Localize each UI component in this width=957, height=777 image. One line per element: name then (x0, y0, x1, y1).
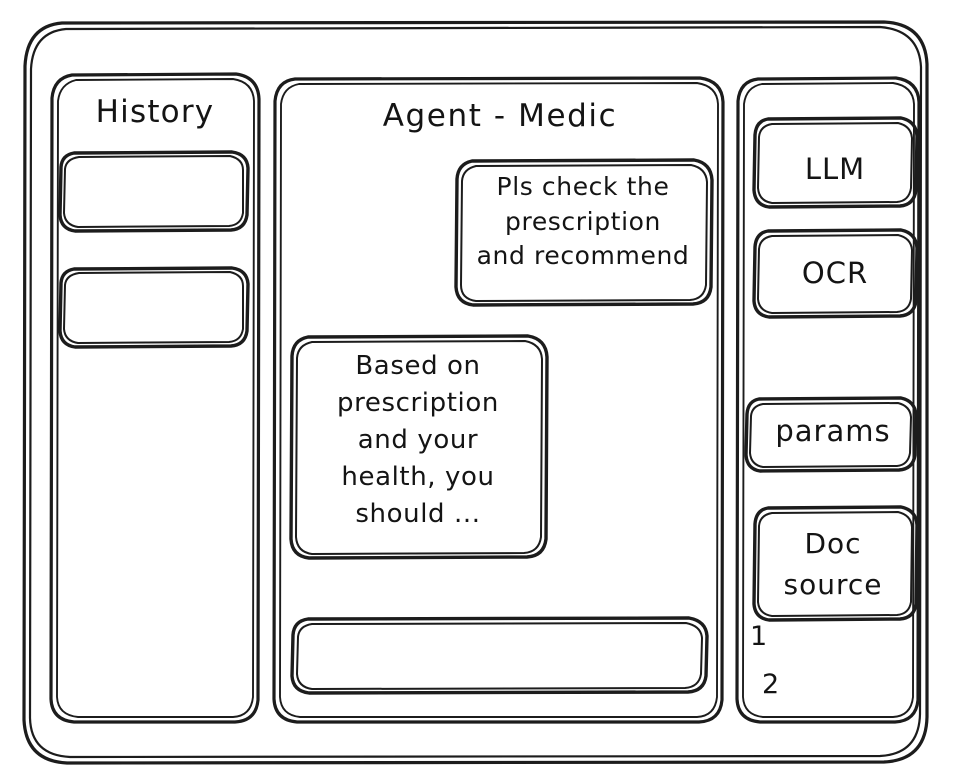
tool-params-stroke (744, 396, 918, 473)
user-bubble-stroke (454, 158, 714, 307)
doc-source-item-1[interactable]: 1 (750, 621, 768, 652)
tool-button-params[interactable]: params (775, 414, 891, 448)
history-panel-stroke (49, 72, 261, 724)
assistant-bubble-stroke (289, 334, 549, 560)
tool-button-doc-source[interactable]: Doc source (783, 527, 883, 601)
tool-llm-stroke (752, 116, 919, 209)
composer-input[interactable] (292, 618, 707, 693)
history-item-2-stroke (58, 266, 250, 349)
sidebar-title: History (95, 94, 215, 130)
history-item-1[interactable] (60, 152, 248, 231)
tool-button-llm[interactable]: LLM (804, 152, 866, 186)
assistant-message-text: Based on prescription and your health, y… (337, 351, 499, 529)
tool-doc-source-stroke (752, 505, 919, 622)
tool-ocr-stroke (752, 228, 919, 319)
history-item-1-stroke (58, 150, 250, 233)
tools-panel-stroke (735, 76, 921, 724)
main-panel-stroke (272, 76, 725, 724)
window-frame-stroke (22, 20, 929, 765)
composer-stroke (290, 616, 709, 695)
history-item-2[interactable] (60, 268, 248, 347)
page-title: Agent - Medic (382, 98, 618, 134)
user-message-text: Pls check the prescription and recommend (476, 172, 690, 270)
doc-source-item-2[interactable]: 2 (762, 669, 780, 700)
tool-button-ocr[interactable]: OCR (801, 256, 869, 290)
